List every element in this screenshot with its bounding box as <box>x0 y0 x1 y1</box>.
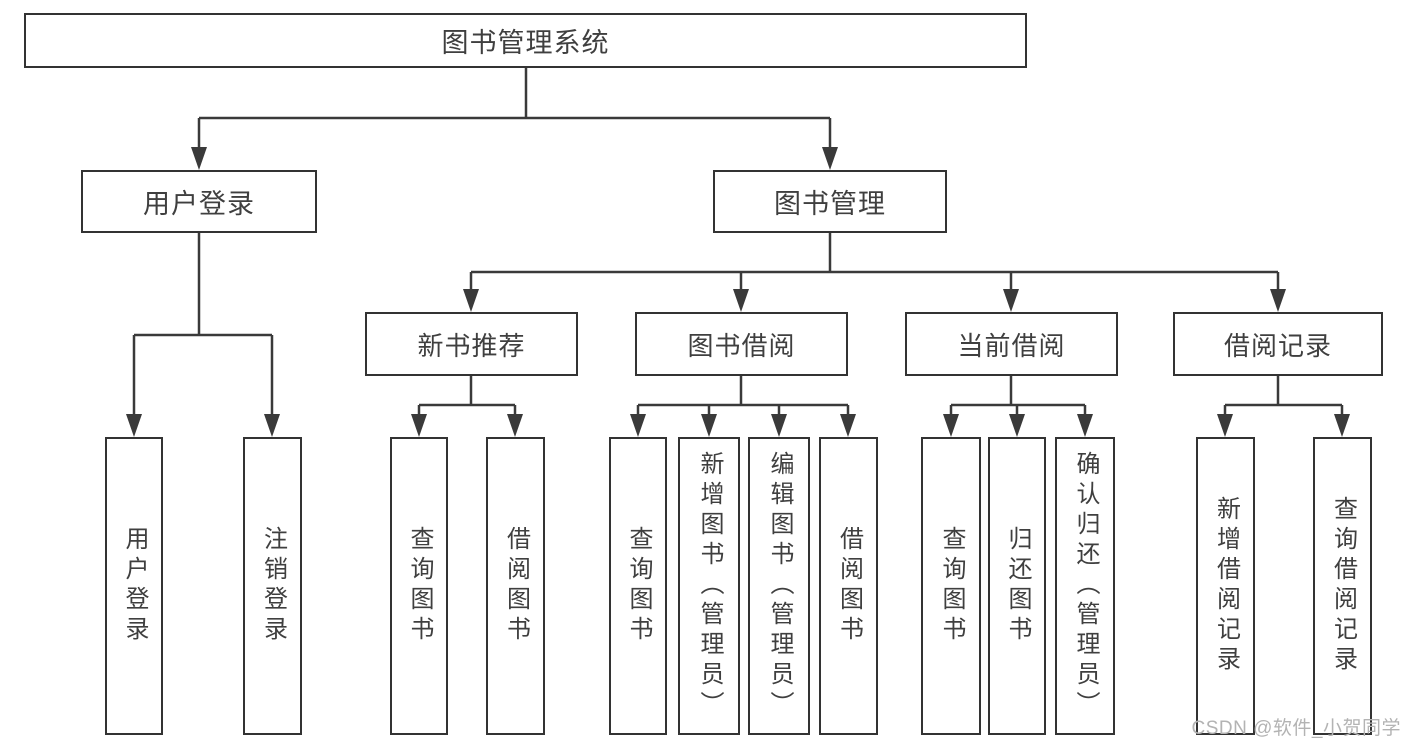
node-book-borrow-label: 图书借阅 <box>687 330 796 361</box>
leaf-add-books-admin: 新增图书（管理员） <box>678 437 740 735</box>
node-root-label: 图书管理系统 <box>441 28 610 58</box>
leaf-add-borrow-record-label: 新增借阅记录 <box>1212 496 1240 676</box>
leaf-recommend-query-books-label: 查询图书 <box>406 526 433 646</box>
leaf-add-books-admin-label: 新增图书（管理员） <box>696 451 723 721</box>
node-borrow-records: 借阅记录 <box>1173 312 1383 376</box>
node-book-management-label: 图书管理 <box>774 189 886 219</box>
leaf-add-borrow-record: 新增借阅记录 <box>1196 437 1255 735</box>
node-current-borrow: 当前借阅 <box>905 312 1118 376</box>
leaf-recommend-borrow-books-label: 借阅图书 <box>502 526 530 646</box>
node-book-management: 图书管理 <box>713 170 947 233</box>
csdn-watermark: CSDN @软件_小贺同学 <box>1191 718 1401 739</box>
node-current-borrow-label: 当前借阅 <box>957 330 1066 361</box>
leaf-recommend-borrow-books: 借阅图书 <box>486 437 545 735</box>
connector-user-login-to-leaves <box>126 233 280 437</box>
node-new-book-recommend-label: 新书推荐 <box>417 330 526 361</box>
connector-borrow-records-to-leaves <box>1217 376 1350 437</box>
connector-new-book-recommend-to-leaves <box>411 376 523 437</box>
node-new-book-recommend: 新书推荐 <box>365 312 578 376</box>
leaf-current-query-books: 查询图书 <box>921 437 981 735</box>
node-user-login-label: 用户登录 <box>143 189 255 219</box>
node-root: 图书管理系统 <box>24 13 1027 68</box>
leaf-logout: 注销登录 <box>243 437 302 735</box>
leaf-edit-books-admin-label: 编辑图书（管理员） <box>766 451 793 721</box>
leaf-logout-label: 注销登录 <box>259 526 287 646</box>
node-borrow-records-label: 借阅记录 <box>1223 330 1332 361</box>
leaf-current-query-books-label: 查询图书 <box>938 526 965 646</box>
leaf-return-books: 归还图书 <box>988 437 1046 735</box>
connector-book-management-to-level3 <box>463 233 1286 312</box>
connector-root-to-level2 <box>191 68 838 170</box>
node-user-login: 用户登录 <box>81 170 317 233</box>
leaf-confirm-return-admin: 确认归还（管理员） <box>1055 437 1115 735</box>
leaf-user-login-label: 用户登录 <box>121 526 148 646</box>
connector-book-borrow-to-leaves <box>630 376 856 437</box>
leaf-edit-books-admin: 编辑图书（管理员） <box>748 437 810 735</box>
connector-current-borrow-to-leaves <box>943 376 1093 437</box>
leaf-query-borrow-record-label: 查询借阅记录 <box>1329 496 1357 676</box>
node-book-borrow: 图书借阅 <box>635 312 848 376</box>
leaf-user-login: 用户登录 <box>105 437 163 735</box>
leaf-borrow-books-label: 借阅图书 <box>835 526 863 646</box>
leaf-query-borrow-record: 查询借阅记录 <box>1313 437 1372 735</box>
leaf-borrow-query-books-label: 查询图书 <box>625 526 652 646</box>
leaf-return-books-label: 归还图书 <box>1004 526 1031 646</box>
leaf-recommend-query-books: 查询图书 <box>390 437 448 735</box>
leaf-borrow-query-books: 查询图书 <box>609 437 667 735</box>
leaf-confirm-return-admin-label: 确认归还（管理员） <box>1072 451 1099 721</box>
leaf-borrow-books: 借阅图书 <box>819 437 878 735</box>
